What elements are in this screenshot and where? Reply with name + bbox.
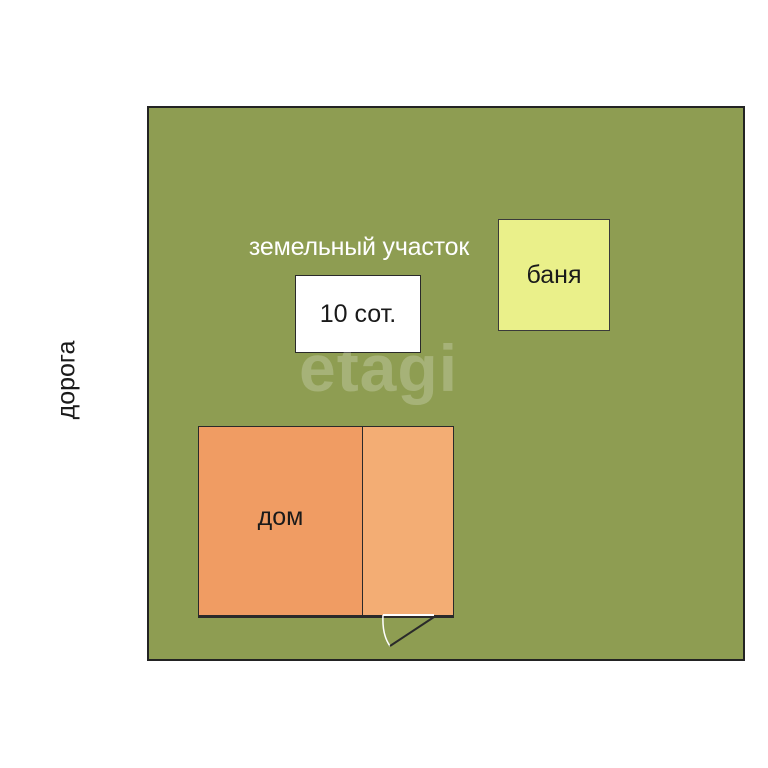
plot-area-label: 10 сот. xyxy=(319,299,397,328)
banya-label: баня xyxy=(526,260,582,289)
house-building: дом xyxy=(198,426,363,617)
land-plot: земельный участок 10 сот. etagi баня дом xyxy=(147,106,745,661)
house-foundation-line xyxy=(198,615,454,618)
banya-building: баня xyxy=(498,219,610,331)
door-swing-icon xyxy=(382,614,435,647)
road-label: дорога xyxy=(52,340,81,420)
plot-title: земельный участок xyxy=(248,233,470,261)
watermark-logo: etagi xyxy=(299,331,459,405)
plot-area-box: 10 сот. xyxy=(295,275,421,353)
house-annex xyxy=(363,426,454,617)
house-label: дом xyxy=(257,503,304,531)
